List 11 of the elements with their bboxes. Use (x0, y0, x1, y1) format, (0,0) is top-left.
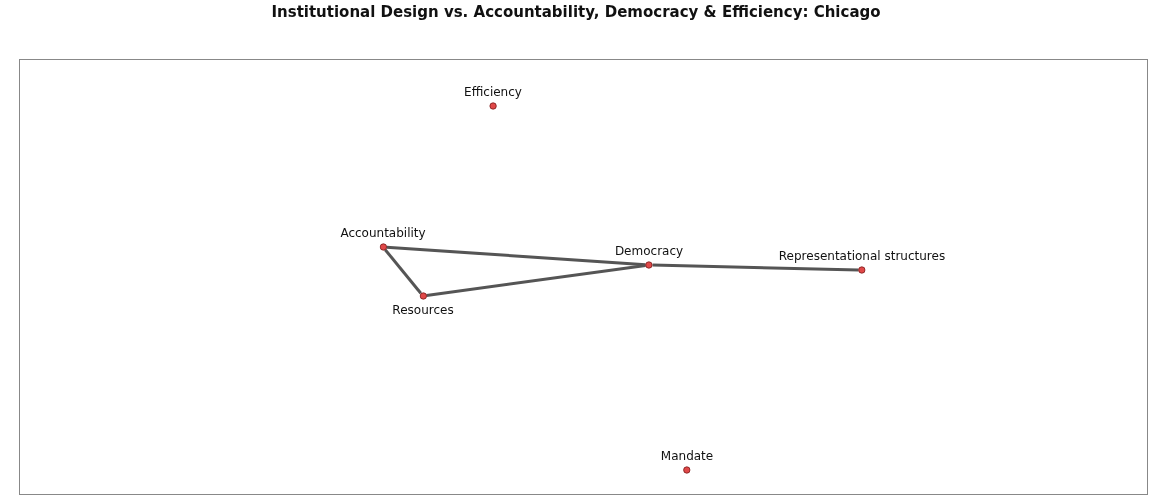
node-label: Democracy (614, 244, 684, 258)
connector-line (386, 245, 646, 267)
connector-line (426, 264, 646, 297)
connector-line (384, 248, 422, 295)
connector-line (652, 263, 859, 272)
node-label: Resources (392, 303, 454, 317)
node-label: Accountability (340, 226, 426, 240)
chart-title: Institutional Design vs. Accountability, Democracy & Efficiency: Chicago (270, 3, 882, 22)
node-label: Representational structures (778, 249, 946, 263)
node-label: Mandate (660, 449, 714, 463)
node-label: Efficiency (464, 85, 522, 99)
